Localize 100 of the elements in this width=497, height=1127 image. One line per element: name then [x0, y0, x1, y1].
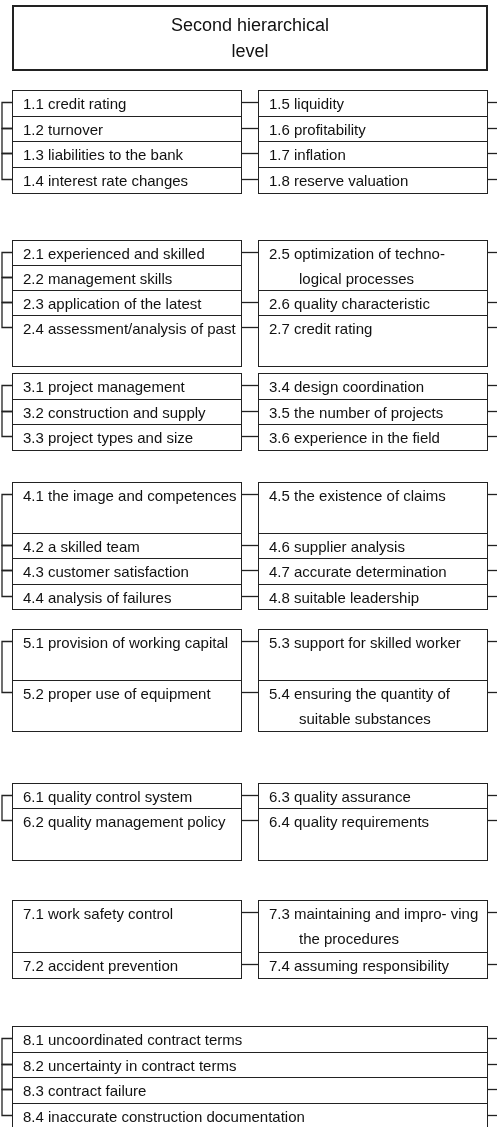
bracket-line [1, 384, 13, 413]
bracket-line [1, 1063, 13, 1091]
factor-box [258, 680, 488, 732]
factor-box [258, 315, 488, 367]
factor-text: 2.1 experienced and skilled [22, 244, 206, 264]
factor-text: 1.6 profitability [268, 120, 367, 140]
factor-text: 4.8 suitable leadership [268, 588, 421, 608]
factor-text: 2.5 optimization of techno- logical processes [268, 244, 446, 289]
factor-box [258, 482, 488, 534]
factor-text: 4.7 accurate determination [268, 562, 448, 582]
factor-box [12, 1103, 488, 1127]
factor-box [12, 533, 242, 559]
factor-box [258, 952, 488, 979]
bracket-line [1, 410, 13, 438]
factor-box [12, 1077, 488, 1104]
factor-box [258, 240, 488, 291]
factor-text: 4.1 the image and competences [22, 486, 238, 506]
factor-box [12, 90, 242, 117]
factor-text: 2.7 credit rating [268, 319, 374, 339]
factor-box [258, 141, 488, 168]
factor-text: 1.1 credit rating [22, 94, 128, 114]
factor-text: 5.1 provision of working capital [22, 633, 230, 653]
factor-text: 8.4 inaccurate construction documentation [22, 1107, 306, 1127]
factor-text: 1.2 turnover [22, 120, 105, 140]
factor-text: 6.2 quality management policy [22, 812, 227, 832]
factor-box [258, 424, 488, 451]
factor-box [12, 399, 242, 425]
factor-text: 8.1 uncoordinated contract terms [22, 1030, 244, 1050]
factor-box [12, 315, 242, 367]
factor-text: 3.5 the number of projects [268, 403, 445, 423]
factor-text: 4.2 a skilled team [22, 537, 141, 557]
factor-box [258, 584, 488, 610]
bracket-line [1, 794, 13, 822]
factor-box [12, 1026, 488, 1053]
factor-box [258, 399, 488, 425]
factor-box [258, 90, 488, 117]
factor-text: 2.4 assessment/analysis of past [22, 319, 237, 339]
bracket-line [1, 251, 13, 279]
factor-text: 8.2 uncertainty in contract terms [22, 1056, 238, 1076]
factor-box [12, 558, 242, 585]
factor-box [12, 290, 242, 316]
factor-text: 3.4 design coordination [268, 377, 426, 397]
factor-box [258, 373, 488, 400]
factor-box [12, 900, 242, 953]
factor-box [12, 373, 242, 400]
factor-text: 7.1 work safety control [22, 904, 175, 924]
factor-text: 2.3 application of the latest [22, 294, 203, 314]
factor-box [12, 1052, 488, 1078]
factor-text: 2.2 management skills [22, 269, 174, 289]
factor-box [258, 558, 488, 585]
factor-box [12, 783, 242, 809]
factor-text: 6.4 quality requirements [268, 812, 431, 832]
bracket-line [1, 569, 13, 598]
factor-text: 8.3 contract failure [22, 1081, 148, 1101]
bracket-line [1, 640, 13, 694]
factor-box [258, 167, 488, 194]
factor-text: 4.5 the existence of claims [268, 486, 447, 506]
factor-box [12, 240, 242, 266]
factor-text: 3.1 project management [22, 377, 186, 397]
factor-text: 5.4 ensuring the quantity of suitable substances [268, 684, 451, 729]
factor-box [12, 424, 242, 451]
bracket-line [1, 1088, 13, 1117]
factor-box [12, 680, 242, 732]
factor-box [12, 584, 242, 610]
factor-box [12, 952, 242, 979]
factor-text: 1.3 liabilities to the bank [22, 145, 185, 165]
factor-box [12, 629, 242, 681]
factor-box [258, 533, 488, 559]
factor-text: 5.3 support for skilled worker [268, 633, 462, 653]
factor-text: 3.2 construction and supply [22, 403, 207, 423]
factor-text: 5.2 proper use of equipment [22, 684, 212, 704]
factor-text: 4.3 customer satisfaction [22, 562, 190, 582]
heading-box [12, 5, 488, 71]
bracket-line [1, 127, 13, 155]
bracket-line [1, 152, 13, 181]
factor-text: 1.5 liquidity [268, 94, 346, 114]
bracket-line [1, 493, 13, 547]
factor-box [12, 808, 242, 861]
factor-text: 7.4 assuming responsibility [268, 956, 451, 976]
factor-text: 3.6 experience in the field [268, 428, 441, 448]
bracket-line [1, 276, 13, 304]
bracket-line [1, 544, 13, 572]
factor-box [258, 783, 488, 809]
factor-text: 6.1 quality control system [22, 787, 194, 807]
factor-text: 1.8 reserve valuation [268, 171, 410, 191]
bracket-line [1, 301, 13, 329]
factor-box [12, 141, 242, 168]
factor-text: 7.2 accident prevention [22, 956, 180, 976]
factor-text: 3.3 project types and size [22, 428, 195, 448]
factor-box [258, 116, 488, 142]
bracket-line [1, 101, 13, 130]
factor-box [12, 265, 242, 291]
bracket-line [1, 1037, 13, 1066]
factor-box [258, 808, 488, 861]
factor-text: 4.6 supplier analysis [268, 537, 406, 557]
heading-text: Second hierarchical level [169, 14, 331, 63]
factor-box [258, 290, 488, 316]
factor-box [258, 900, 488, 953]
factor-text: 2.6 quality characteristic [268, 294, 431, 314]
factor-text: 1.4 interest rate changes [22, 171, 190, 191]
